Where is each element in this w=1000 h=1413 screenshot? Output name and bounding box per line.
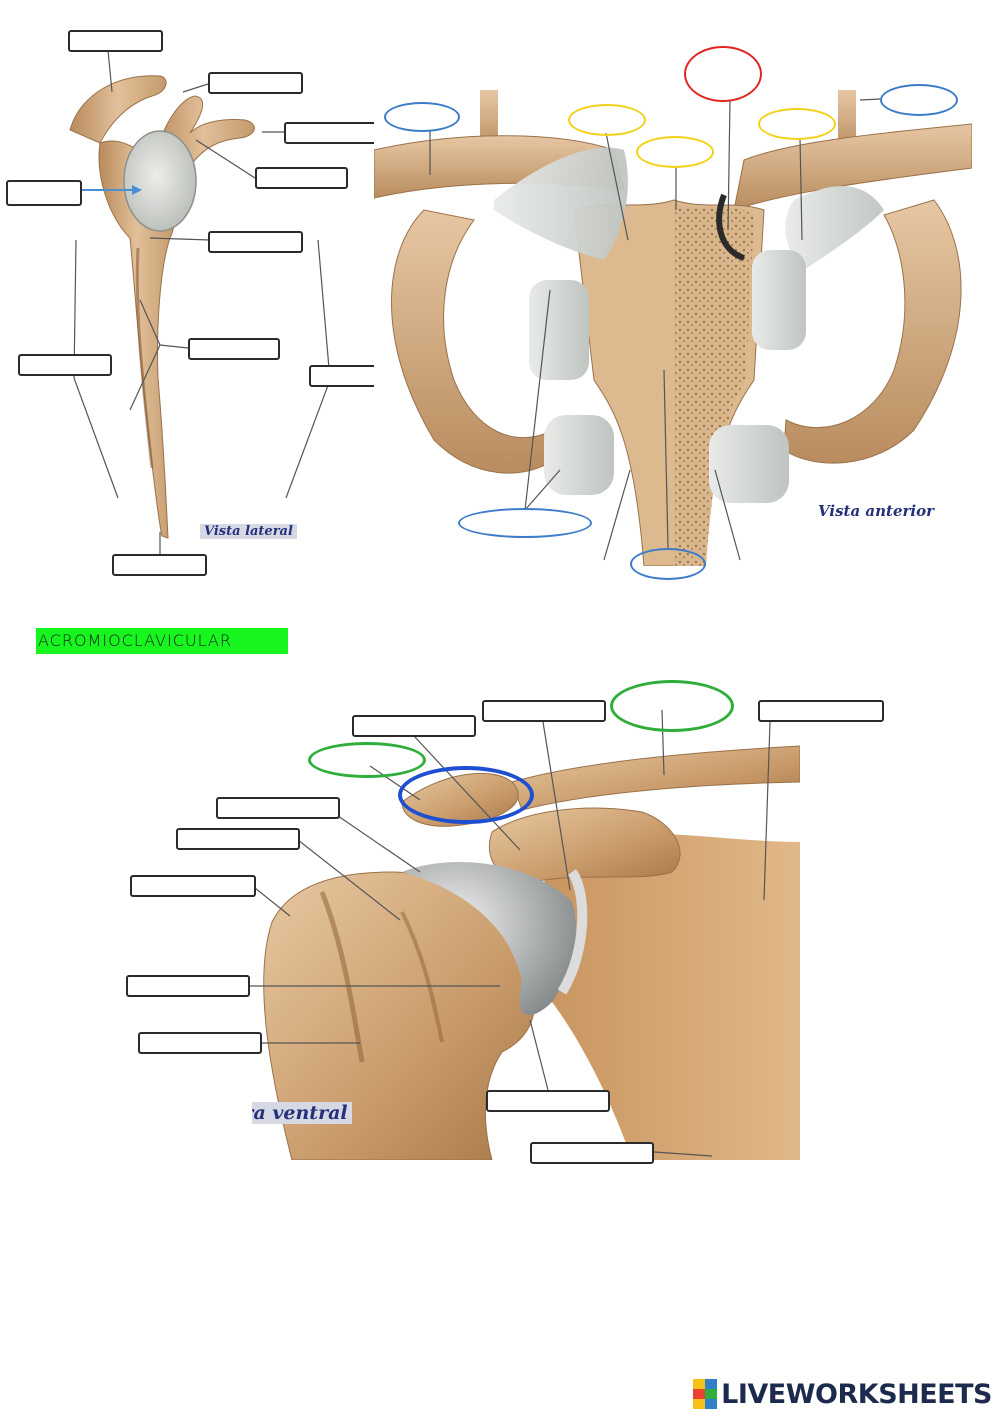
ventral-label-box-8[interactable] [138, 1032, 262, 1054]
liveworksheets-brand: LIVEWORKSHEETS [693, 1376, 992, 1412]
liveworksheets-logo-icon [693, 1379, 718, 1409]
liveworksheets-wordmark: LIVEWORKSHEETS [721, 1378, 992, 1410]
lateral-label-box-6[interactable] [208, 231, 303, 253]
lateral-label-box-7[interactable] [188, 338, 280, 360]
ventral-label-box-4[interactable] [216, 797, 340, 819]
ventral-label-box-2[interactable] [482, 700, 606, 722]
anterior-label-oval-4[interactable] [684, 46, 762, 102]
anterior-label-oval-2[interactable] [568, 104, 646, 136]
lateral-label-box-3[interactable] [284, 122, 378, 144]
anterior-label-oval-3[interactable] [636, 136, 714, 168]
anterior-view-caption: Vista anterior [818, 502, 934, 520]
ventral-label-box-1[interactable] [352, 715, 476, 737]
ventral-label-box-10[interactable] [530, 1142, 654, 1164]
anterior-view-leader-lines [429, 98, 881, 561]
lateral-label-box-2[interactable] [208, 72, 303, 94]
lateral-label-box-5[interactable] [255, 167, 348, 189]
lateral-label-box-10[interactable] [112, 554, 207, 576]
ventral-label-oval-3[interactable] [610, 680, 734, 732]
lateral-view-caption: Vista lateral [200, 524, 297, 539]
ventral-label-box-5[interactable] [176, 828, 300, 850]
anterior-label-oval-6[interactable] [880, 84, 958, 116]
ventral-label-box-6[interactable] [130, 875, 256, 897]
section-label-acromioclavicular: ACROMIOCLAVICULAR [36, 628, 288, 654]
lateral-label-box-4[interactable] [6, 180, 82, 206]
ventral-label-box-9[interactable] [486, 1090, 610, 1112]
lateral-view-figure: Vista lateral [60, 48, 370, 568]
anterior-label-oval-7[interactable] [458, 508, 592, 538]
ventral-label-oval-2[interactable] [398, 766, 534, 824]
scapula-lateral-illustration [69, 75, 255, 539]
lateral-label-box-8[interactable] [18, 354, 112, 376]
ventral-label-box-3[interactable] [758, 700, 884, 722]
ventral-label-oval-1[interactable] [308, 742, 426, 778]
ventral-label-box-7[interactable] [126, 975, 250, 997]
anterior-label-oval-1[interactable] [384, 102, 460, 132]
anterior-label-oval-5[interactable] [758, 108, 836, 140]
lateral-label-box-1[interactable] [68, 30, 163, 52]
ventral-view-caption: Cara ventral [252, 1102, 352, 1124]
anterior-label-oval-8[interactable] [630, 548, 706, 580]
